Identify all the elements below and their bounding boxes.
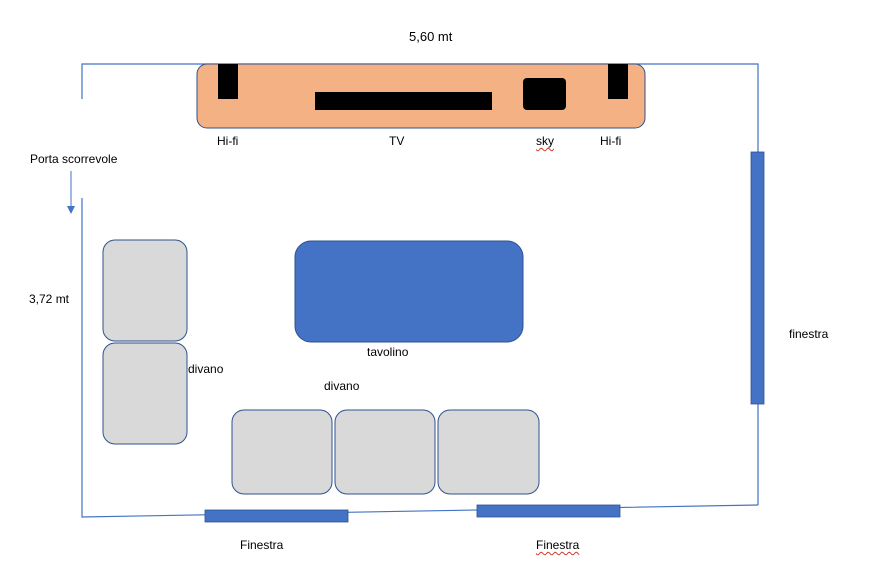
sky-label: sky [536,134,554,148]
tv-label: TV [389,134,405,148]
window-bottom-right-label: Finestra [536,538,580,552]
window-right [750,151,765,405]
table-label: tavolino [367,345,409,359]
window-bottom-right [476,504,621,518]
window-right-label: finestra [789,327,829,341]
window-bottom-left [204,509,349,523]
room-height-label: 3,72 mt [29,292,70,306]
coffee-table [294,240,524,343]
sofa-side-label: divano [188,362,224,376]
sofa-bottom-cushion [231,409,333,495]
window-bottom-left-label: Finestra [240,538,284,552]
sofa-bottom-cushion [334,409,436,495]
sofa-side-cushion [102,342,188,445]
sofa-bottom-cushion [437,409,540,495]
hifi-speaker-right [608,64,628,99]
sofa-side-cushion [102,239,188,342]
tv-screen [315,92,492,110]
sliding-door-label: Porta scorrevole [30,152,118,166]
hifi-speaker-left [218,64,238,99]
room-width-label: 5,60 mt [409,29,453,44]
sky-box [523,78,566,110]
hifi-left-label: Hi-fi [217,134,239,148]
sofa-bottom-label: divano [324,379,360,393]
door-arrow-icon [67,171,75,214]
hifi-right-label: Hi-fi [600,134,622,148]
